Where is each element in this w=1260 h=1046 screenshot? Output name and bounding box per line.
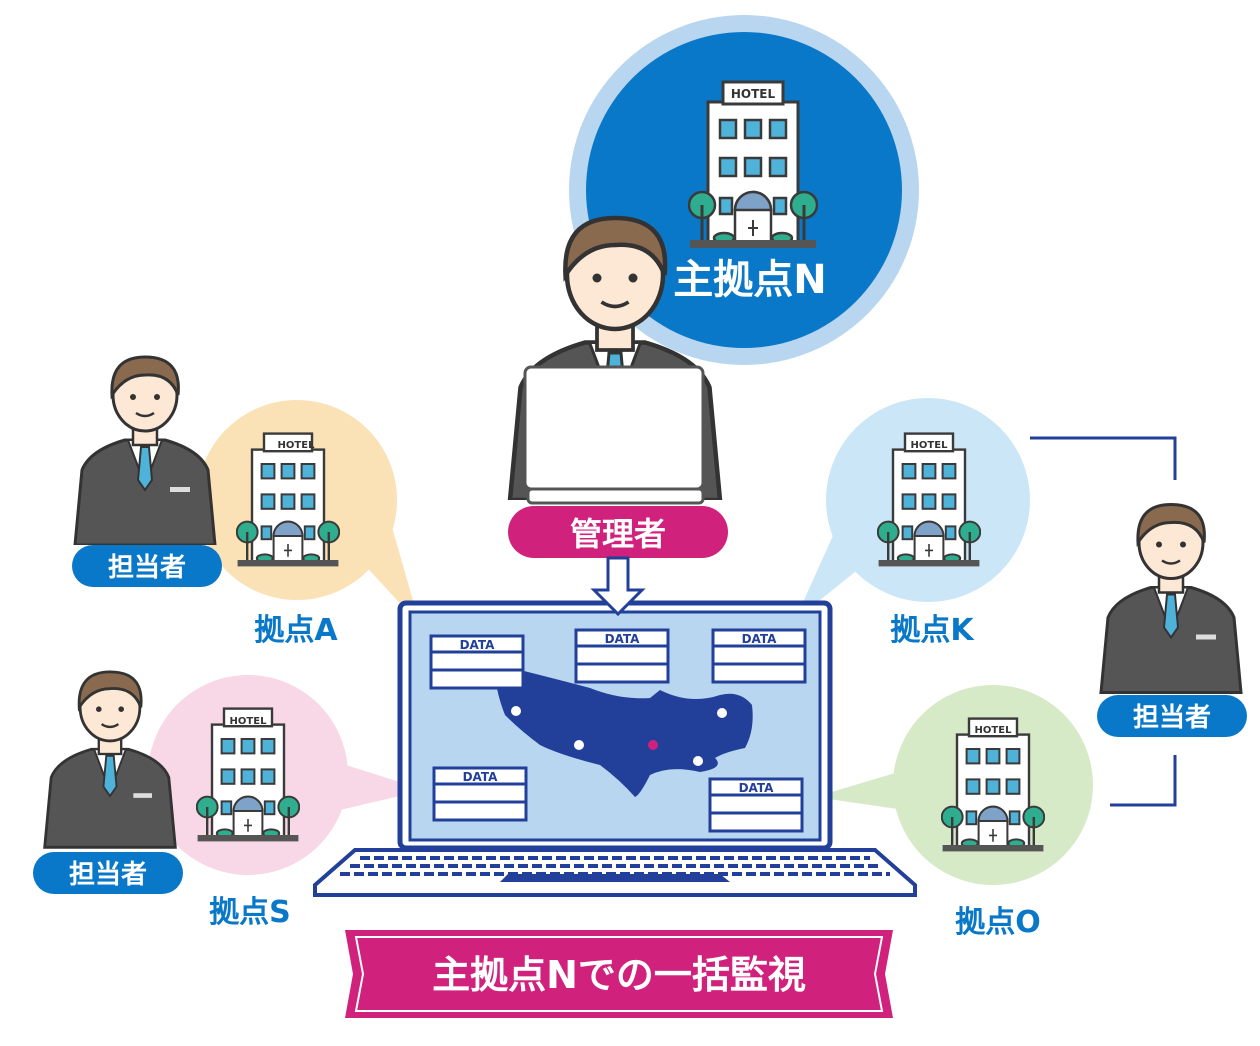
hotel-icon [688,80,818,250]
data-panel: DATA [429,634,525,690]
connector-line-o [1110,755,1177,807]
site-a: HOTEL 拠点A [197,400,420,648]
data-panel-title: DATA [460,638,496,652]
hotel-icon [196,707,300,843]
hotel-sign: HOTEL [975,725,1013,736]
site-s: HOTEL 拠点S [148,675,425,930]
staff-label: 担当者 [1133,703,1211,733]
hotel-sign: HOTEL [278,440,316,451]
site-k: HOTEL 拠点K [795,398,1030,648]
monitoring-laptop: DATA DATA DATA DATA DATA [313,600,917,897]
hub-marker [648,740,658,750]
map-shape [495,668,753,797]
data-panel: DATA [574,628,670,684]
data-panel-title: DATA [739,781,775,795]
manager: 管理者 [508,218,728,558]
data-panel: DATA [711,628,807,684]
site-o: HOTEL 拠点O [815,685,1093,940]
hotel-icon [236,432,340,568]
staff-avatar [73,355,217,545]
hotel-icon [941,717,1045,853]
hub-label: 主拠点N [673,257,826,303]
manager-laptop-icon [523,365,705,491]
data-panel-title: DATA [605,632,641,646]
data-panel-title: DATA [742,632,778,646]
staff-a: 担当者 [72,355,222,587]
map-markers [511,706,727,766]
data-panel-title: DATA [463,770,499,784]
site-label: 拠点S [209,895,291,930]
hotel-sign: HOTEL [911,440,949,451]
staff-s: 担当者 [33,670,183,894]
manager-label: 管理者 [570,515,666,553]
staff-label: 担当者 [108,553,186,583]
banner-text: 主拠点Nでの一括監視 [432,953,806,997]
site-label: 拠点K [890,613,975,648]
data-panel: DATA [432,766,528,822]
hotel-sign: HOTEL [230,716,268,727]
staff-label: 担当者 [69,860,147,890]
staff-avatar [1099,502,1243,695]
summary-banner: 主拠点Nでの一括監視 [345,930,893,1018]
staff-k: 担当者 [1097,502,1247,737]
site-label: 拠点O [955,905,1041,940]
hotel-sign: HOTEL [731,87,776,101]
down-arrow-icon [590,556,646,617]
data-panel: DATA [708,777,804,833]
manager-badge [508,506,728,558]
hotel-icon [877,432,981,568]
site-label: 拠点A [254,613,338,648]
connector-line-k [1030,436,1177,480]
